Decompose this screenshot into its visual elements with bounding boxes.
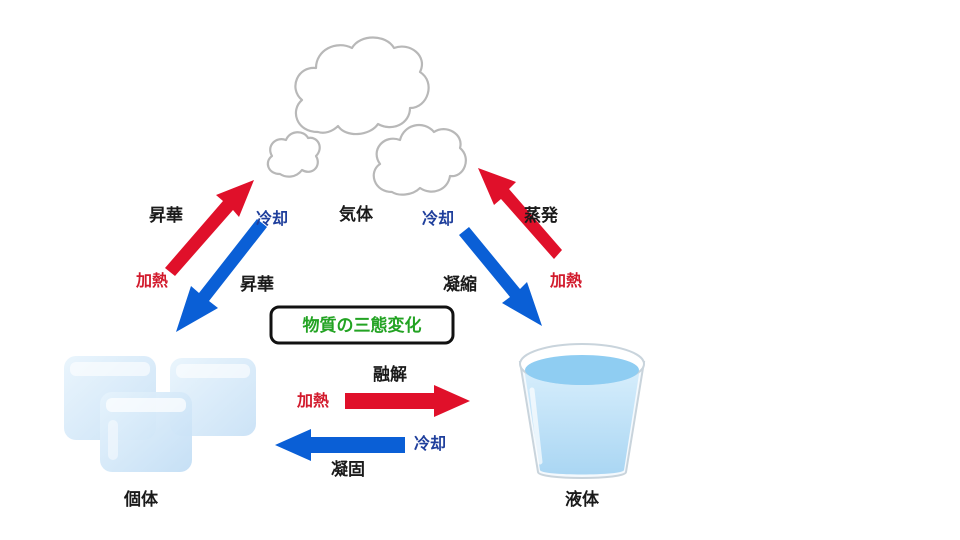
state-label-solid: 個体 [123,489,159,510]
cloud-small [266,131,321,178]
glass-water [524,368,640,475]
label-cooling-liquid-to-solid: 冷却 [414,434,446,453]
label-melting: 融解 [373,364,407,385]
water-glass-icon [518,343,646,479]
label-condensation: 凝縮 [443,274,477,295]
label-sublimation-down: 昇華 [240,275,274,295]
arrow-melting-heating [345,385,470,417]
arrow-condensation-cooling [459,227,542,326]
state-label-liquid: 液体 [565,489,600,510]
cloud-medium [372,123,467,196]
label-cooling-gas-to-solid: 冷却 [256,209,288,228]
label-sublimation-up: 昇華 [149,206,183,226]
glass-shine [529,387,543,465]
title-box [269,305,455,345]
label-cooling-gas-to-liquid: 冷却 [422,209,454,228]
state-label-gas: 気体 [338,204,374,225]
arrow-freezing-cooling [275,429,405,461]
arrow-sublimation-cooling [176,219,267,332]
arrow-evaporation-heating [478,168,562,259]
label-heating-solid-to-liquid: 加熱 [296,391,329,410]
water-surface [525,355,639,385]
cloud-icon [266,36,467,196]
ice-cube-front [100,392,192,472]
cloud-large [294,36,430,136]
ice-cubes-icon [64,356,256,472]
arrow-sublimation-heating [165,180,254,276]
label-heating-liquid-to-gas: 加熱 [549,271,582,290]
label-evaporation: 蒸発 [524,205,559,226]
label-freezing: 凝固 [331,460,365,480]
label-heating-solid-to-gas: 加熱 [135,271,168,290]
diagram-title: 物質の三態変化 [303,315,422,336]
